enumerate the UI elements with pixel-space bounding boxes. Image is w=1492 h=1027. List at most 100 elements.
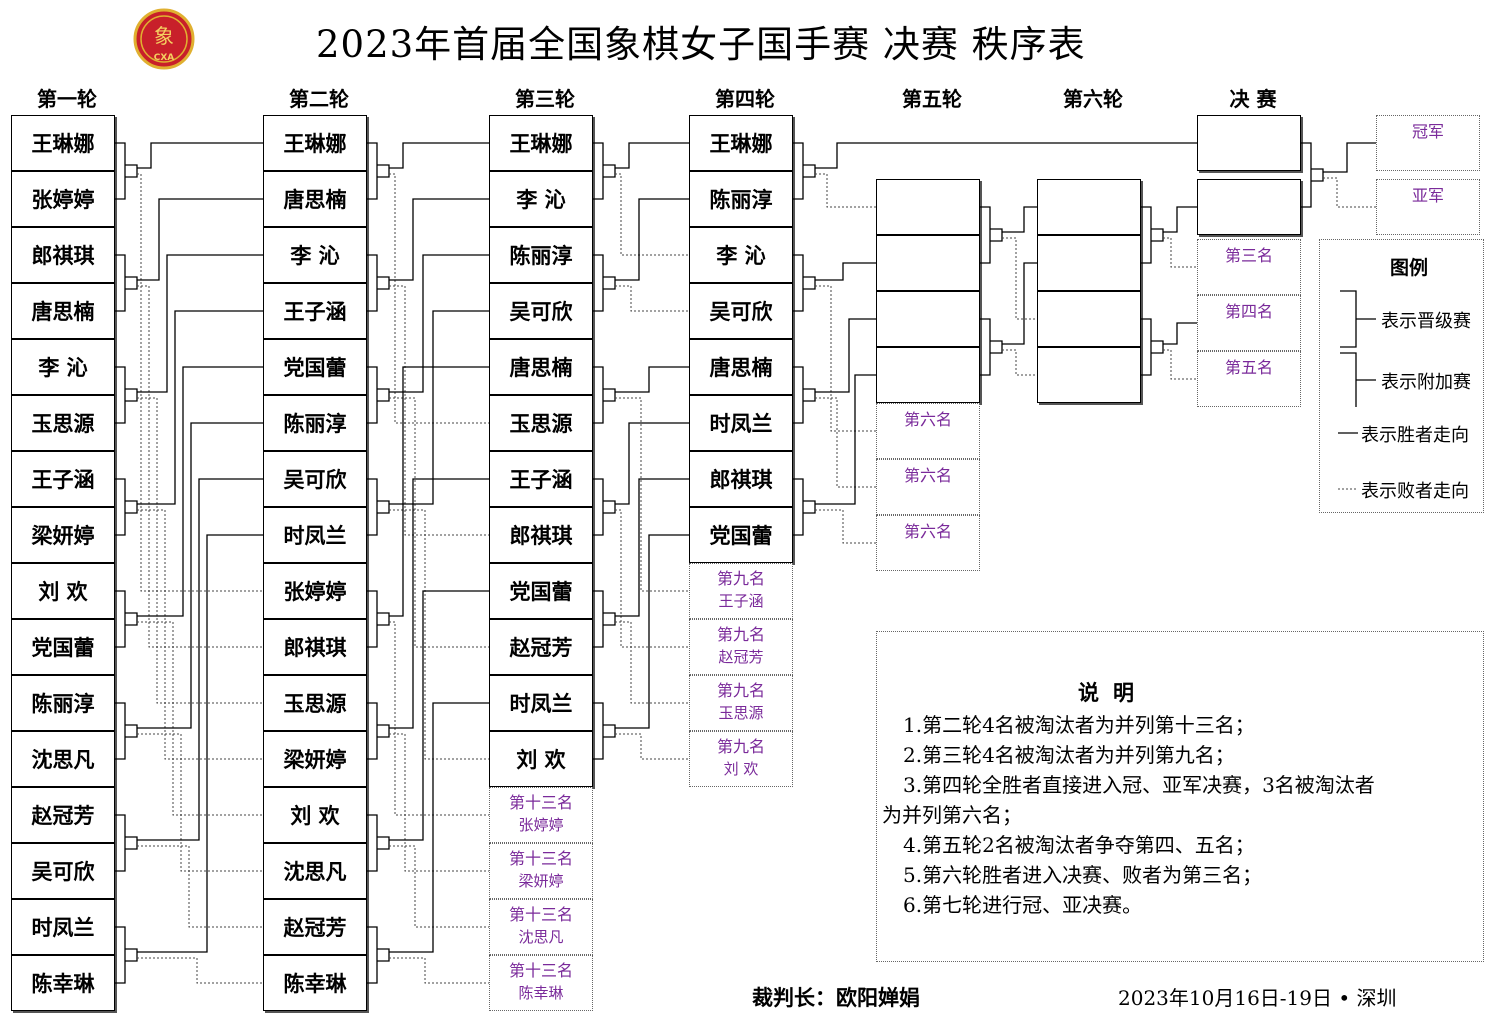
winner-path	[367, 590, 378, 648]
loser-path	[615, 733, 689, 760]
winner-path	[615, 366, 689, 393]
winner-path	[115, 254, 126, 312]
winner-path	[389, 142, 489, 169]
winner-path	[593, 478, 604, 536]
player-box: 时凤兰	[689, 395, 793, 451]
winner-path	[115, 478, 126, 536]
winner-path	[603, 500, 616, 514]
placement-label: 第六名	[903, 522, 952, 541]
round-header: 决 赛	[1229, 87, 1277, 111]
player-box: 唐思楠	[11, 283, 115, 339]
placement-label: 第十三名	[508, 849, 573, 868]
loser-path	[389, 173, 489, 424]
winner-path	[137, 310, 263, 505]
sixth-place-box: 第六名	[876, 403, 980, 459]
winner-path	[1311, 168, 1324, 182]
winner-path	[389, 478, 489, 729]
round-header: 第六轮	[1063, 87, 1123, 111]
placement-label: 冠军	[1411, 122, 1444, 141]
empty-slot	[1197, 179, 1301, 235]
winner-path	[1141, 206, 1152, 264]
winner-path	[125, 948, 138, 962]
winner-path	[593, 142, 604, 200]
player-box: 郎祺琪	[263, 619, 367, 675]
player-box: 李 沁	[689, 227, 793, 283]
winner-path	[137, 142, 263, 169]
empty-slot	[876, 347, 980, 403]
player-box: 玉思源	[489, 395, 593, 451]
winner-path	[367, 254, 378, 312]
cxa-logo: 象 CXA	[133, 8, 195, 70]
loser-path	[137, 845, 263, 928]
winner-path	[125, 724, 138, 738]
winner-path	[980, 206, 991, 264]
legend-winner: 表示胜者走向	[1361, 425, 1469, 446]
player-box: 党国蕾	[489, 563, 593, 619]
page-title: 2023年首届全国象棋女子国手赛 决赛 秩序表	[316, 23, 1086, 66]
winner-path	[115, 590, 126, 648]
player-box: 张婷婷	[11, 171, 115, 227]
eliminated-player: 张婷婷	[518, 816, 564, 834]
placement-box: 第三名	[1197, 239, 1301, 295]
player-box: 张婷婷	[263, 563, 367, 619]
player-box: 赵冠芳	[489, 619, 593, 675]
winner-path	[367, 814, 378, 872]
eliminated-player: 刘 欢	[723, 760, 759, 778]
loser-path	[815, 173, 876, 208]
loser-path	[389, 845, 489, 928]
winner-path	[1002, 206, 1037, 233]
player-box: 沈思凡	[11, 731, 115, 787]
winner-path	[377, 836, 390, 850]
winner-path	[125, 388, 138, 402]
placement-label: 第十三名	[508, 961, 573, 980]
loser-path	[389, 509, 489, 760]
player-box: 王子涵	[489, 451, 593, 507]
eliminated-player: 沈思凡	[518, 928, 564, 946]
winner-path	[603, 388, 616, 402]
player-box: 陈幸琳	[11, 955, 115, 1011]
empty-slot	[1037, 291, 1141, 347]
empty-slot	[876, 235, 980, 291]
winner-path	[377, 500, 390, 514]
player-box: 郎祺琪	[689, 451, 793, 507]
date-location: 2023年10月16日-19日 • 深圳	[1118, 986, 1397, 1010]
placement-box: 第五名	[1197, 351, 1301, 407]
winner-path	[603, 612, 616, 626]
player-box: 王子涵	[263, 283, 367, 339]
eliminated-player: 王子涵	[718, 592, 764, 610]
empty-slot	[1037, 179, 1141, 235]
loser-path	[615, 621, 689, 704]
winner-path	[115, 926, 126, 984]
loser-path	[137, 397, 263, 704]
empty-slot	[1037, 347, 1141, 403]
winner-path	[1340, 290, 1376, 348]
winner-path	[389, 254, 489, 393]
winner-path	[137, 478, 263, 841]
sixth-place-box: 第六名	[876, 459, 980, 515]
notes-panel	[876, 631, 1484, 962]
winner-path	[115, 814, 126, 872]
note-line: 为并列第六名；	[882, 803, 1022, 827]
player-box: 郎祺琪	[11, 227, 115, 283]
ninth-place-box: 第九名赵冠芳	[689, 619, 793, 675]
winner-path	[990, 340, 1003, 354]
winner-path	[990, 228, 1003, 242]
placement-label: 第九名	[716, 569, 765, 588]
round-header: 第一轮	[37, 87, 97, 111]
winner-path	[125, 500, 138, 514]
legend-promote: 表示晋级赛	[1381, 311, 1471, 332]
player-box: 唐思楠	[489, 339, 593, 395]
winner-path	[615, 198, 689, 281]
legend-extra: 表示附加赛	[1381, 372, 1471, 393]
winner-path	[815, 262, 876, 281]
player-box: 玉思源	[263, 675, 367, 731]
winner-path	[125, 276, 138, 290]
winner-path	[793, 478, 804, 536]
loser-path	[615, 285, 689, 312]
winner-path	[603, 276, 616, 290]
loser-path	[1163, 237, 1197, 268]
player-box: 党国蕾	[11, 619, 115, 675]
winner-path	[137, 198, 263, 281]
loser-path	[615, 397, 689, 592]
